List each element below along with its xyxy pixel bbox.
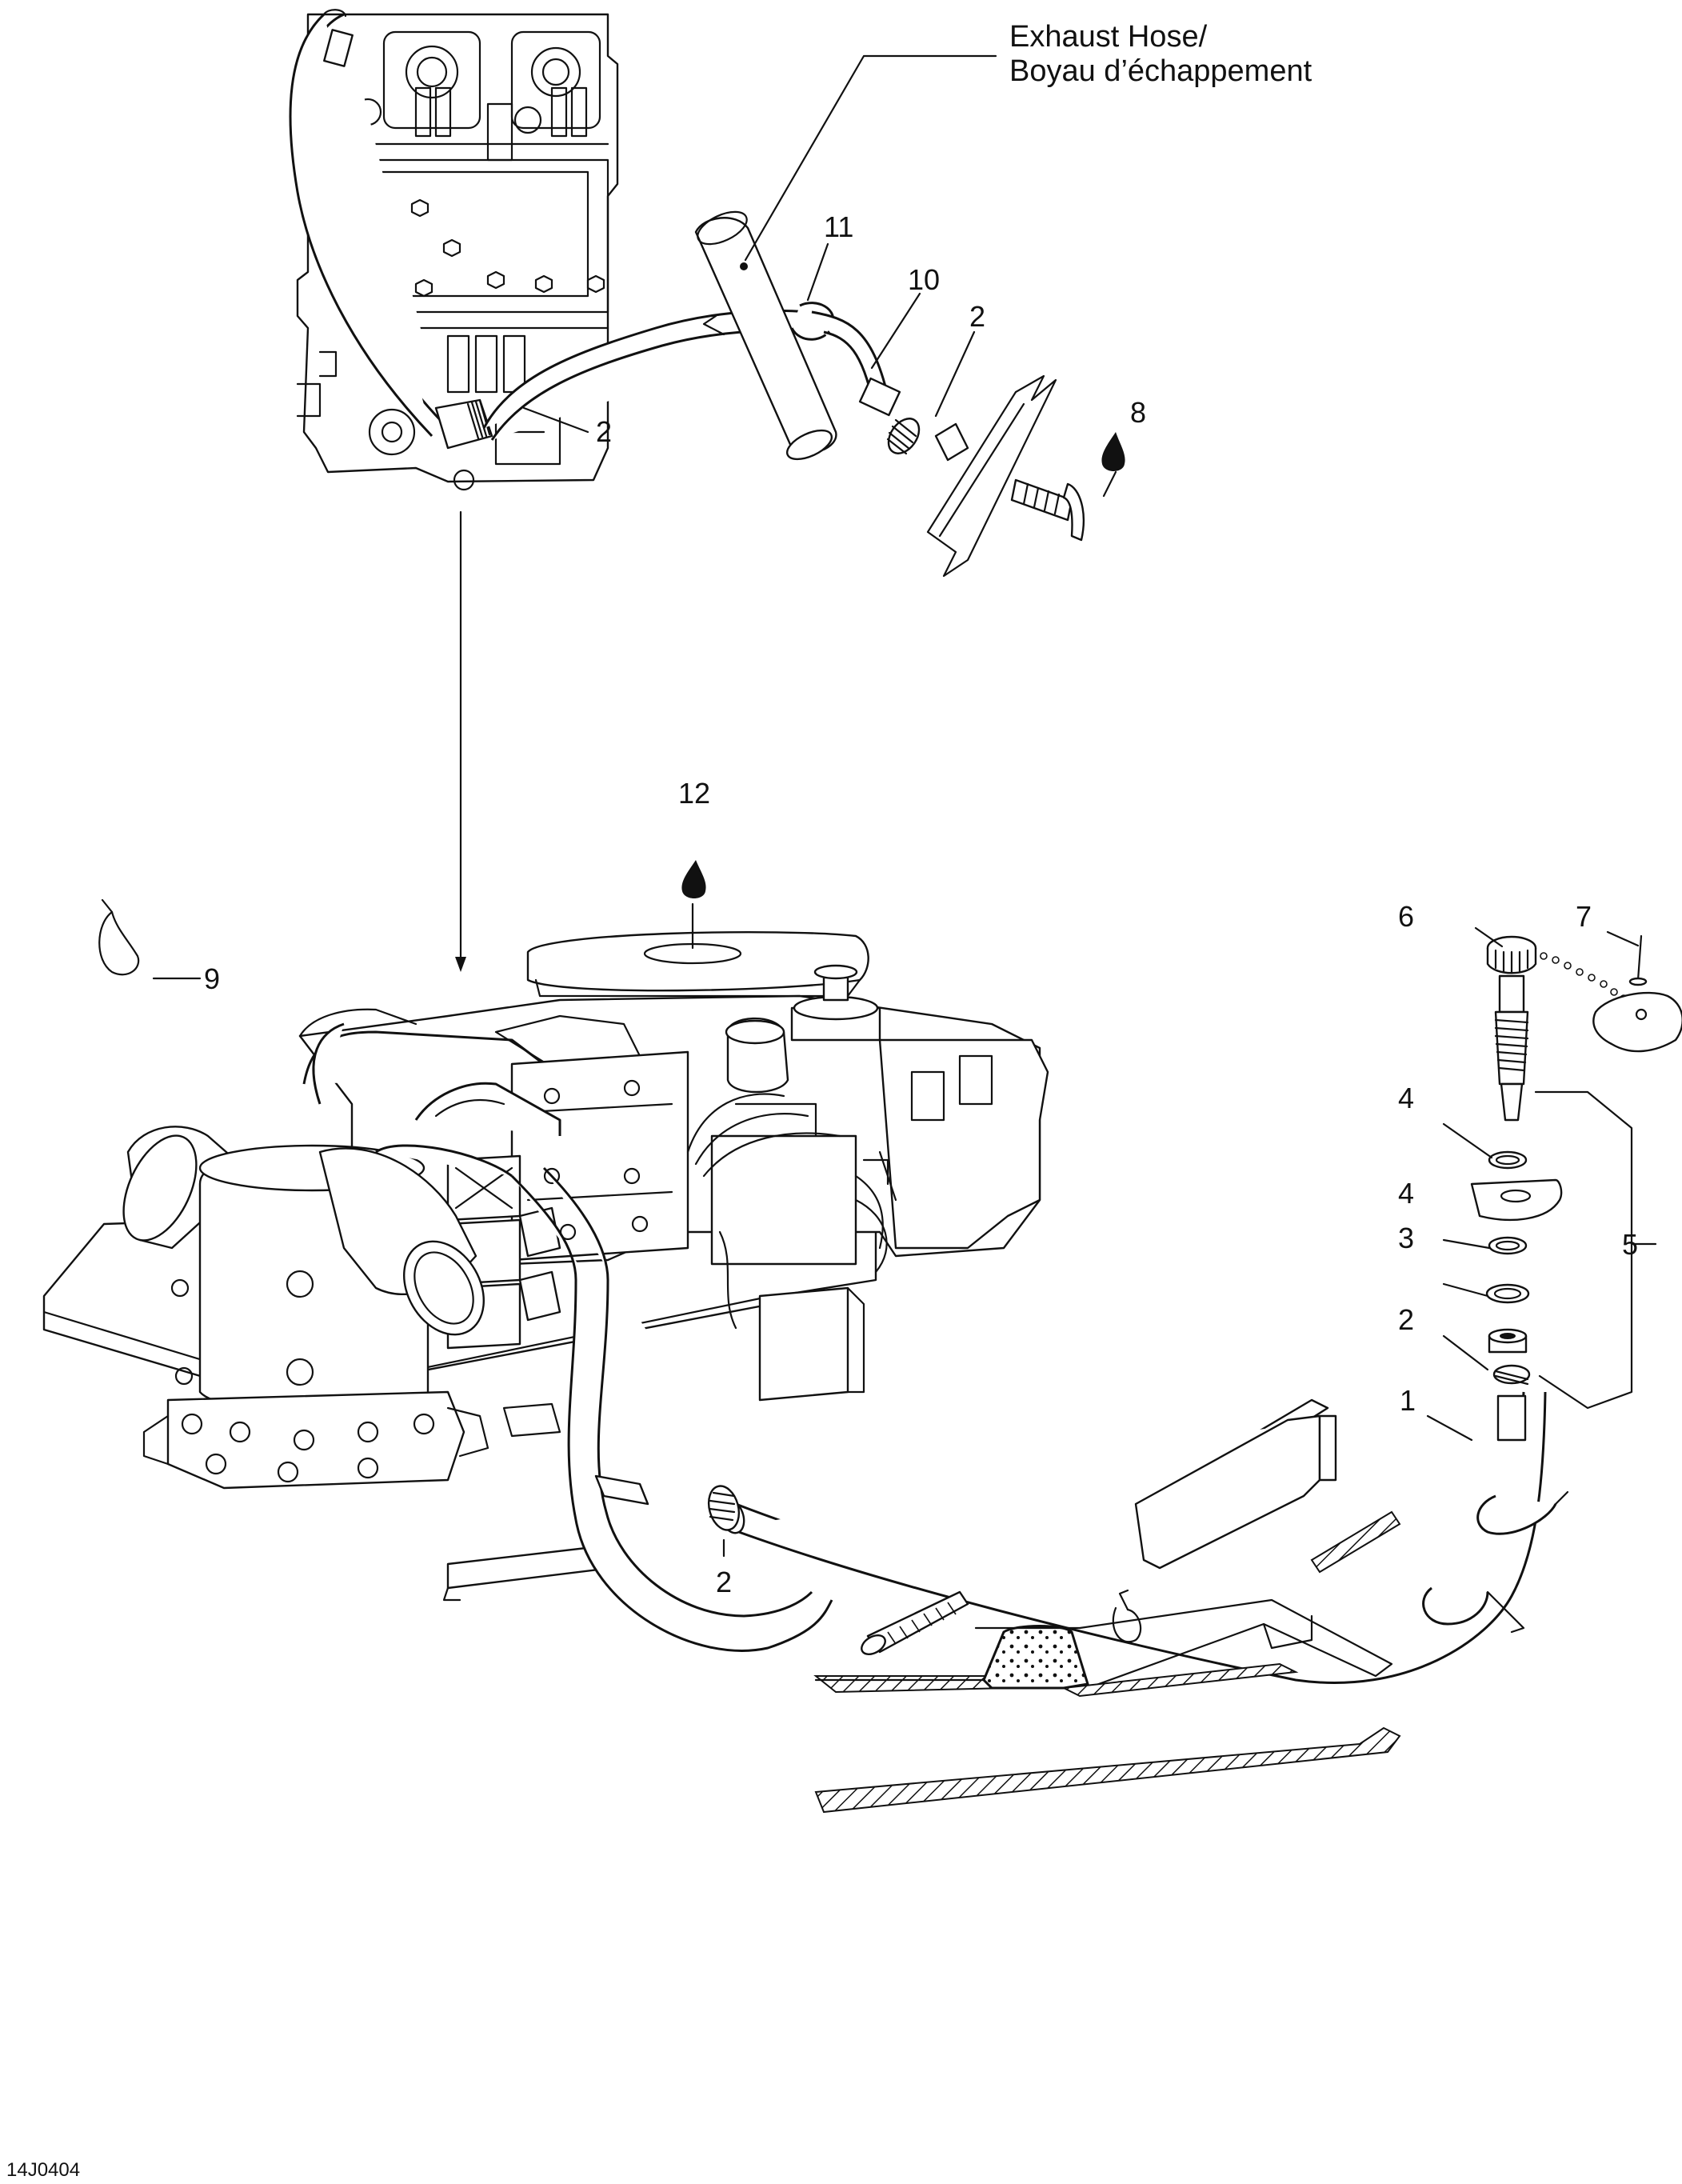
callout-1: 1	[1400, 1384, 1416, 1417]
callout-6: 6	[1398, 900, 1414, 933]
exhaust-manifold	[122, 1126, 633, 1490]
hose-11	[811, 310, 901, 417]
tie-wraps-hose	[1112, 1490, 1569, 1643]
callout-9: 11	[824, 210, 853, 243]
callout-3: 3	[1398, 1222, 1414, 1254]
clamp-2-bottom	[707, 1485, 741, 1531]
tie-wrap-9	[702, 314, 725, 336]
exhaust-hose-label: Exhaust Hose/ Boyau d’échappement	[1009, 20, 1312, 88]
callout-11: 10	[908, 263, 940, 296]
callout-8: 8	[1130, 396, 1146, 429]
engine-detail-top	[289, 9, 817, 491]
callout-4-lower: 4	[1398, 1177, 1414, 1210]
callout-2-top-right: 2	[969, 300, 985, 333]
fitting-joint	[594, 1474, 649, 1506]
hull-fitting-8	[926, 374, 1085, 578]
hull-section	[813, 1414, 1401, 1814]
clamp-2-top	[886, 418, 921, 455]
fill-assembly	[1470, 934, 1682, 1442]
figure-code: 14J0404	[6, 2159, 80, 2181]
leader-8	[1102, 470, 1117, 498]
leaders-bottom	[722, 926, 1657, 1558]
callout-labels: 11 10 2 8 2 12 9 6 7 4 4 5 3 2 1 2	[204, 210, 1638, 1598]
sealant-drop-icon-8	[1101, 432, 1125, 471]
assembly-arrow	[455, 510, 466, 972]
callout-2-bottom: 2	[716, 1566, 732, 1598]
tie-wrap-icon-10	[98, 898, 140, 976]
leaders-top	[522, 54, 997, 434]
callout-5: 5	[1622, 1228, 1638, 1261]
exhaust-hose-label-line2: Boyau d’échappement	[1009, 54, 1312, 88]
callout-7: 7	[1576, 900, 1592, 933]
hose-1	[718, 1391, 1547, 1684]
braided-cable	[861, 1590, 969, 1655]
callout-2-top-left: 2	[596, 415, 612, 448]
exhaust-hose-label-line1: Exhaust Hose/	[1009, 20, 1208, 54]
exhaust-hose-pipe	[694, 210, 837, 461]
callout-10: 9	[204, 962, 220, 995]
callout-4-upper: 4	[1398, 1082, 1414, 1114]
sealant-drop-icon-12	[681, 860, 706, 898]
callout-12: 12	[678, 777, 710, 810]
callout-2-right: 2	[1398, 1303, 1414, 1336]
